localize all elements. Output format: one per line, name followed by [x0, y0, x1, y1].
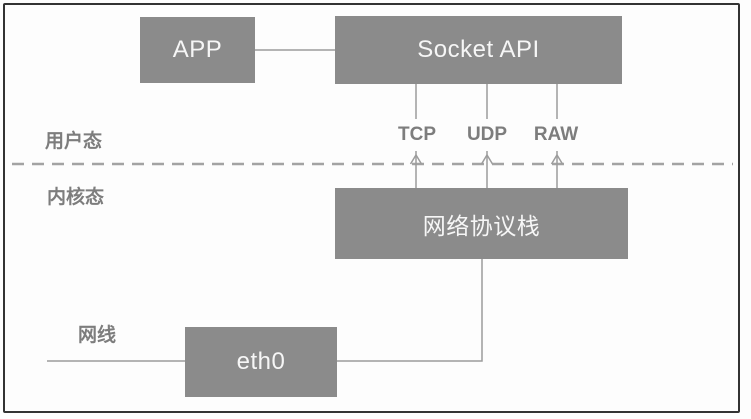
eth0-box: eth0 [185, 327, 337, 397]
socket-api-box: Socket API [335, 16, 622, 84]
app-box: APP [140, 17, 255, 83]
raw-up-arrow-icon [550, 153, 564, 165]
user-mode-label: 用户态 [45, 131, 103, 152]
tcp-label: TCP [398, 124, 436, 145]
tcp-up-arrow-icon [409, 153, 423, 165]
cable-label: 网线 [78, 325, 117, 346]
kernel-mode-label: 内核态 [47, 187, 105, 208]
udp-up-arrow-icon [480, 153, 494, 165]
udp-label: UDP [466, 124, 508, 145]
protocol-stack-box: 网络协议栈 [335, 188, 628, 259]
raw-label: RAW [533, 124, 579, 145]
stack-to-eth0-connector [337, 259, 483, 362]
